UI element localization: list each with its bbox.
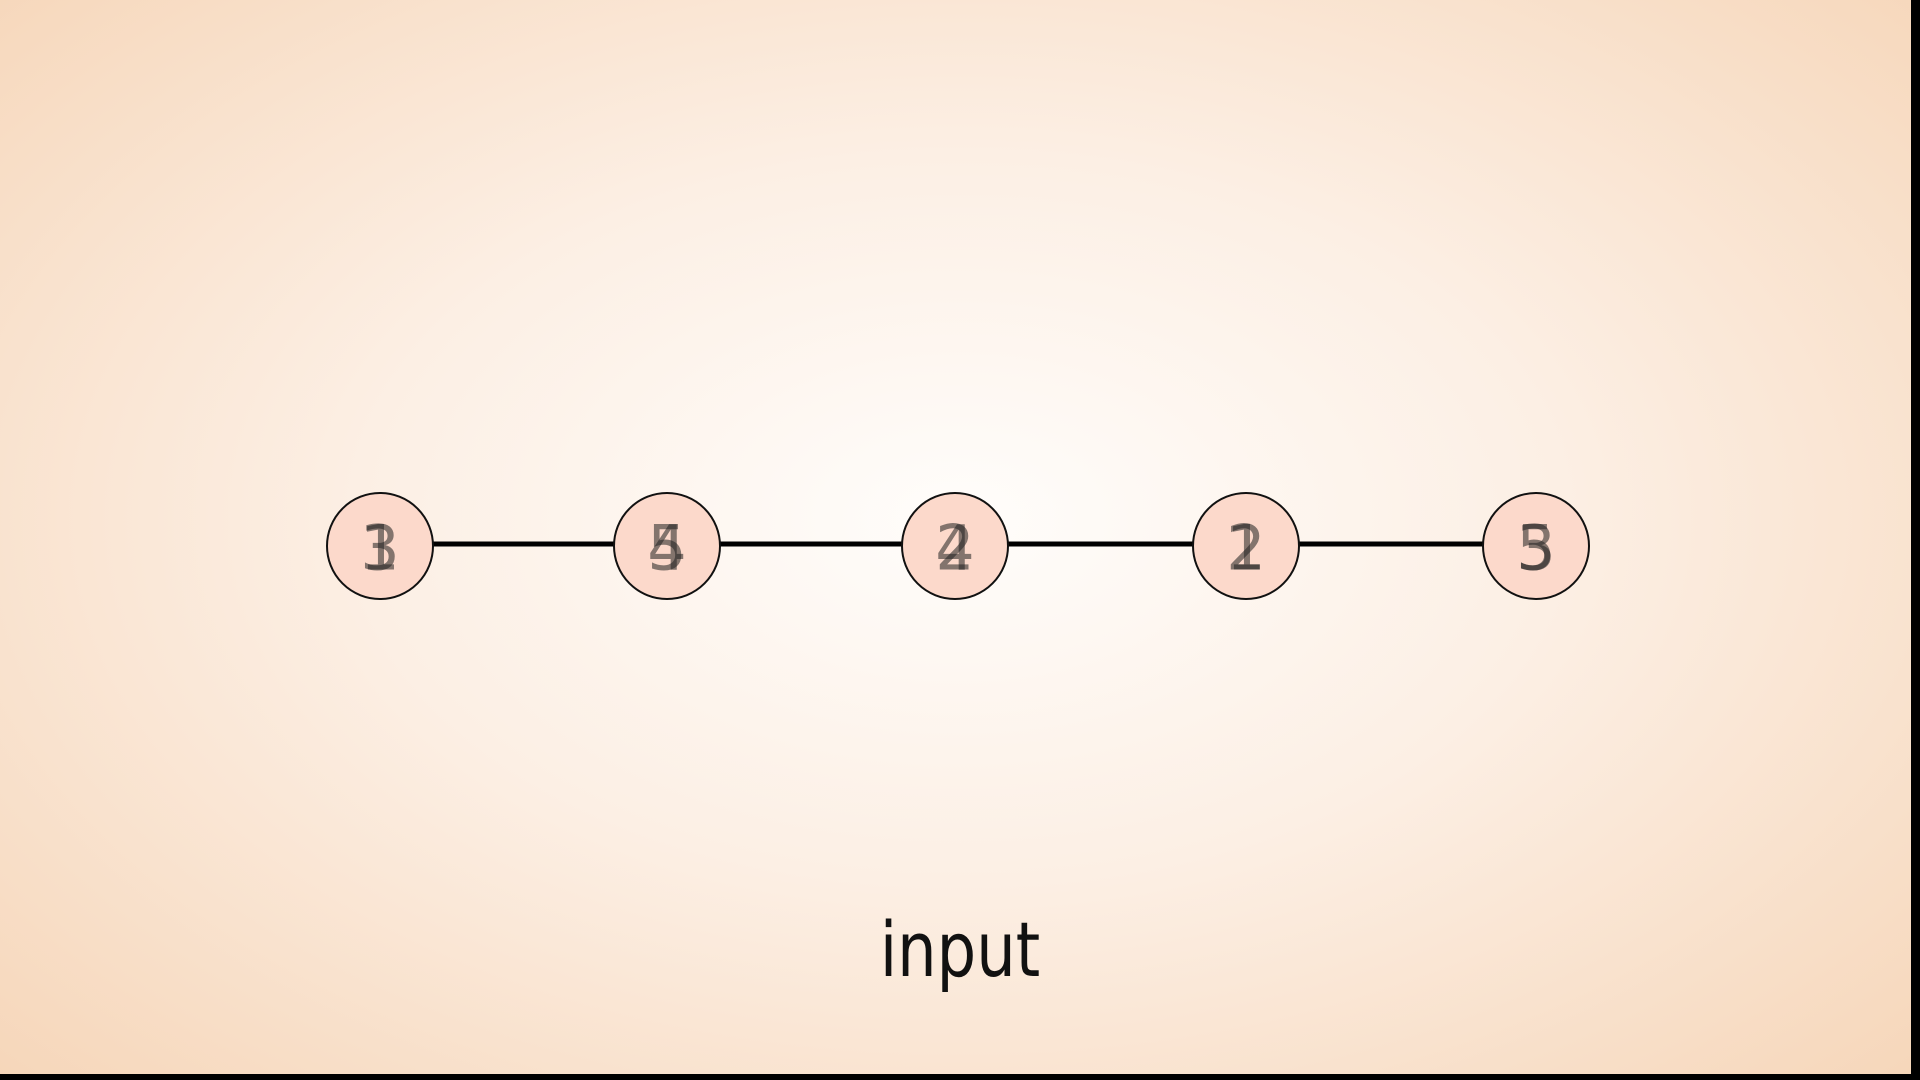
node-circle	[1192, 492, 1300, 600]
node-label-next: 4	[647, 512, 686, 585]
node-label-next: 1	[1226, 512, 1265, 585]
node-2: 54	[613, 492, 721, 600]
node-circle	[326, 492, 434, 600]
bottom-border-bar	[0, 1074, 1920, 1080]
node-circle	[1482, 492, 1590, 600]
node-label-previous: 2	[935, 512, 974, 585]
node-label-next: 1	[360, 512, 399, 585]
node-label-next: 4	[935, 512, 974, 585]
node-label-previous: 3	[360, 512, 399, 585]
right-border-bar	[1911, 0, 1920, 1080]
node-4: 21	[1192, 492, 1300, 600]
node-circle	[901, 492, 1009, 600]
node-label-previous: 2	[1226, 512, 1265, 585]
caption-label: input	[879, 905, 1041, 994]
node-5: 53	[1482, 492, 1590, 600]
node-circle	[613, 492, 721, 600]
node-label-previous: 5	[1516, 512, 1555, 585]
node-1: 31	[326, 492, 434, 600]
node-label-previous: 5	[647, 512, 686, 585]
node-label-next: 3	[1516, 512, 1555, 585]
node-3: 24	[901, 492, 1009, 600]
